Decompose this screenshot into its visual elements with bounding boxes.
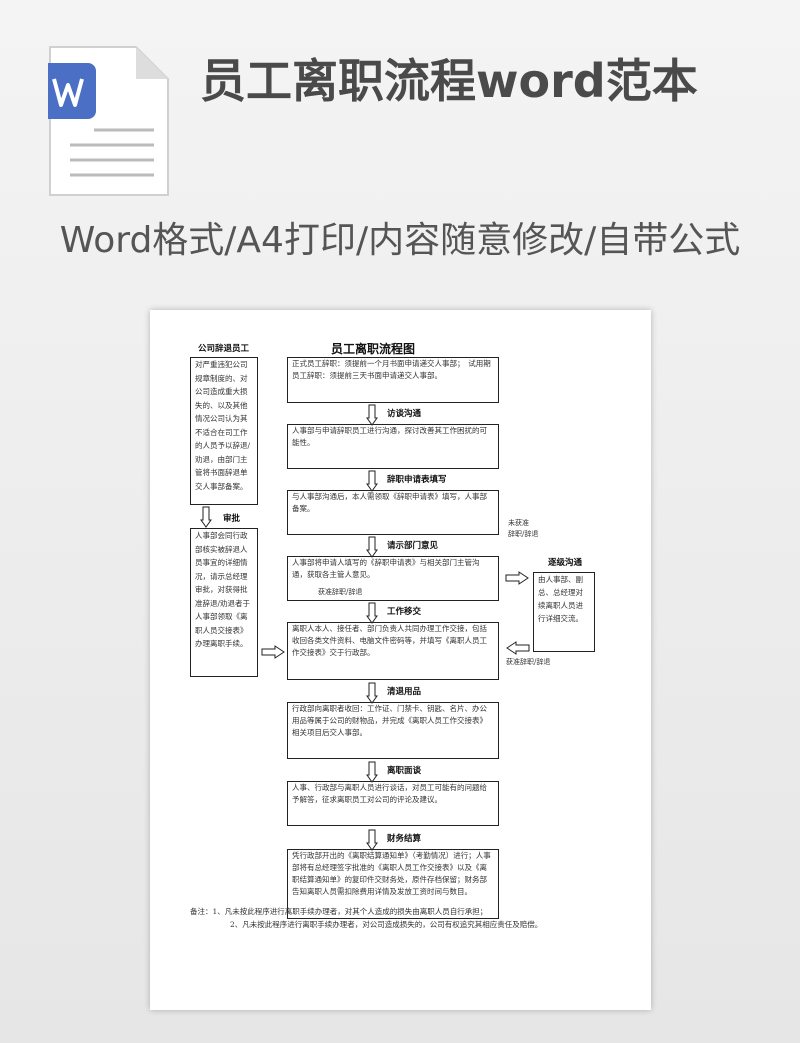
right-box: 由人事部、副总、总经理对续离职人员进行详细交流。 xyxy=(533,572,595,652)
word-file-icon xyxy=(48,46,169,196)
document-preview: 员工离职流程图 公司辞退员工 对严重违犯公司规章制度的、对公司造成重大损失的、以… xyxy=(150,310,651,1010)
step-box: 正式员工辞职：须提前一个月书面申请递交人事部； 试用期员工辞职：须提前三天书面申… xyxy=(287,357,499,403)
step-text: 与人事部沟通后，本人需领取《辞职申请表》填写，人事部备案。 xyxy=(292,492,487,513)
left-box-approve: 人事部会同行政部核实被辞退人员事宜的详细情况，请示总经理审批，对获得批准辞退/劝… xyxy=(190,528,258,677)
step-box: 人事、行政部与离职人员进行谈话，对员工可能有的问题给予解答，征求离职员工对公司的… xyxy=(287,781,499,826)
note-1: 备注：1、凡未按此程序进行离职手续办理者，对其个人造成的损失由离职人员自行承担； xyxy=(190,907,488,916)
doc-title: 员工离职流程图 xyxy=(330,340,417,357)
left-header: 公司辞退员工 xyxy=(197,342,251,354)
step-box: 行政部向离职者收回：工作证、门禁卡、钥匙、名片、办公用品等属于公司的财物品，并完… xyxy=(287,702,499,759)
arrow-down-icon xyxy=(366,761,378,783)
left-label-approve: 审批 xyxy=(222,512,242,524)
step-label: 离职面谈 xyxy=(386,764,423,776)
note-2: 2、凡未按此程序进行离职手续办理者，对公司造成损失的，公司有权追究其相应责任及赔… xyxy=(230,920,543,929)
step-text: 凭行政部开出的《离职结算通知单》（考勤情况）进行；人事部将有总经理签字批准的《离… xyxy=(292,851,491,896)
step-box: 人事部将申请人填写的《辞职申请表》与相关部门主管沟通，获取各主管人意见。获准辞职… xyxy=(287,556,499,601)
step-text: 人事部与申请辞职员工进行沟通，探讨改善其工作困扰的可能性。 xyxy=(292,426,487,447)
step-text: 正式员工辞职：须提前一个月书面申请递交人事部； 试用期员工辞职：须提前三天书面申… xyxy=(292,359,491,380)
step-box: 与人事部沟通后，本人需领取《辞职申请表》填写，人事部备案。 xyxy=(287,490,499,535)
step-text: 离职人本人、接任者、部门负责人共同办理工作交接，包括收回各类文件资料、电脑文件密… xyxy=(292,624,487,657)
arrow-down-icon xyxy=(366,602,378,624)
step-label: 辞职申请表填写 xyxy=(386,473,448,485)
arrow-down-icon xyxy=(366,829,378,851)
arrow-right-icon xyxy=(505,571,529,585)
step-text: 人事、行政部与离职人员进行谈话，对员工可能有的问题给予解答，征求离职员工对公司的… xyxy=(292,783,487,804)
arrow-down-icon xyxy=(366,536,378,558)
step-text: 人事部将申请人填写的《辞职申请表》与相关部门主管沟通，获取各主管人意见。 xyxy=(292,558,480,579)
page-title: 员工离职流程word范本 xyxy=(200,54,698,108)
step-text: 行政部向离职者收回：工作证、门禁卡、钥匙、名片、办公用品等属于公司的财物品，并完… xyxy=(292,704,487,737)
right-label: 逐级沟通 xyxy=(547,556,584,568)
arrow-right-icon xyxy=(261,645,285,659)
step-label: 财务结算 xyxy=(386,832,423,844)
left-box-dismiss: 对严重违犯公司规章制度的、对公司造成重大损失的、以及其他情况公司认为其不适合在司… xyxy=(190,357,258,505)
arrow-down-icon xyxy=(366,404,378,426)
subtitle: Word格式/A4打印/内容随意修改/自带公式 xyxy=(59,220,741,261)
step-label: 清退用品 xyxy=(386,685,423,697)
arrow-left-icon xyxy=(506,641,530,655)
step-box: 凭行政部开出的《离职结算通知单》（考勤情况）进行；人事部将有总经理签字批准的《离… xyxy=(287,849,499,919)
right-note: 未获准 辞职/辞退 xyxy=(508,519,539,538)
arrow-down-icon xyxy=(200,506,212,528)
step-note: 获准辞职/辞退 xyxy=(318,588,363,596)
right-return-note: 获准辞职/辞退 xyxy=(506,658,551,666)
arrow-down-icon xyxy=(366,470,378,492)
step-box: 人事部与申请辞职员工进行沟通，探讨改善其工作困扰的可能性。 xyxy=(287,424,499,469)
arrow-down-icon xyxy=(366,682,378,704)
step-label: 访谈沟通 xyxy=(386,407,423,419)
step-label: 工作移交 xyxy=(386,605,423,617)
step-label: 请示部门意见 xyxy=(386,539,440,551)
step-box: 离职人本人、接任者、部门负责人共同办理工作交接，包括收回各类文件资料、电脑文件密… xyxy=(287,622,499,680)
